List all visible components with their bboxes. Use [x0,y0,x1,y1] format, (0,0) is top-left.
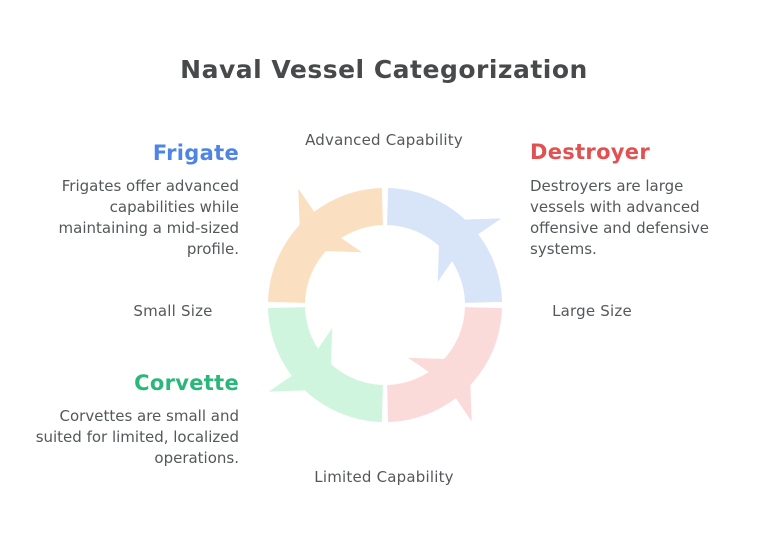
arrowhead-top-right-icon [422,202,502,282]
axis-label-large-size: Large Size [552,302,632,320]
destroyer-description: Destroyers are large vessels with advanc… [530,177,709,258]
axis-label-small-size: Small Size [133,302,213,320]
page-title: Naval Vessel Categorization [180,55,588,84]
axis-label-limited-capability: Limited Capability [314,468,454,486]
corvette-heading: Corvette [134,371,239,395]
destroyer-heading: Destroyer [530,140,650,164]
corvette-description: Corvettes are small and suited for limit… [35,407,239,467]
arrowhead-bottom-right-icon [408,342,488,422]
frigate-description: Frigates offer advanced capabilities whi… [58,177,239,258]
arrowhead-top-left-icon [282,188,362,268]
axis-label-advanced-capability: Advanced Capability [305,131,463,149]
frigate-heading: Frigate [152,141,239,165]
arrowhead-bottom-left-icon [268,328,348,408]
